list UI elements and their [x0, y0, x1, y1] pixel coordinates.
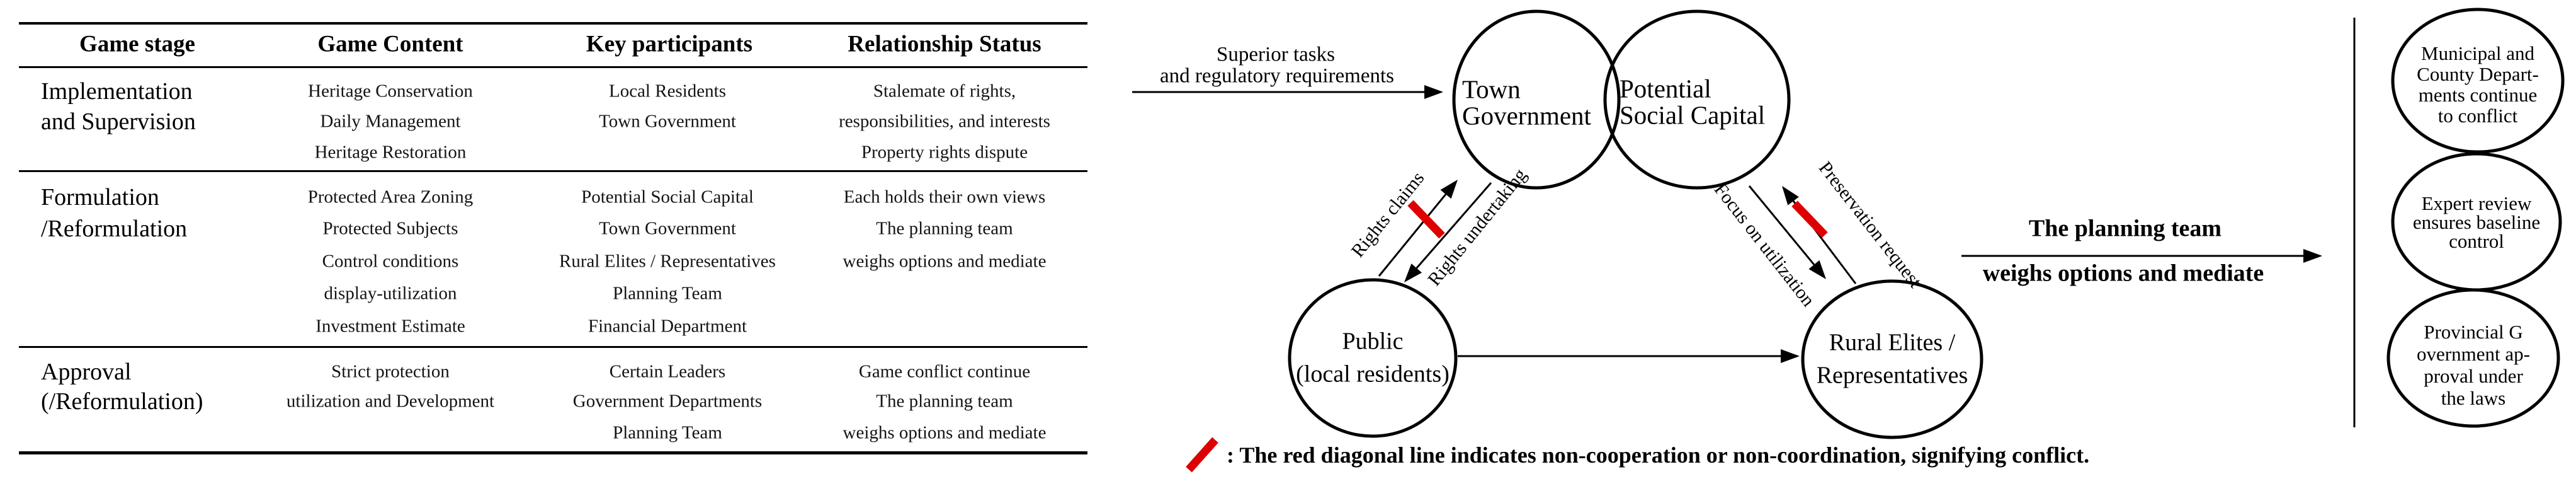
public-local-residents-circle: [1288, 278, 1458, 438]
planning-team-label-2: weighs options and mediate: [1983, 260, 2264, 287]
table-cell-line: Strict protection: [331, 361, 450, 382]
table-rule: [19, 451, 1087, 454]
table-cell-line: (/Reformulation): [41, 388, 203, 415]
provincial-government-approval-label: Provincial G: [2424, 321, 2523, 343]
table-cell-line: Investment Estimate: [315, 316, 465, 337]
expert-review-baseline-label: Expert review: [2422, 192, 2532, 214]
table-rule: [19, 66, 1087, 68]
table-cell-line: Each holds their own views: [843, 187, 1046, 207]
table-cell-line: weighs options and mediate: [843, 422, 1047, 443]
table-header-cell: Game stage: [79, 31, 195, 57]
table-cell-line: Certain Leaders: [609, 361, 726, 382]
table-cell-line: Protected Area Zoning: [307, 187, 474, 207]
municipal-county-conflict-label: to conflict: [2438, 105, 2518, 127]
table-rule: [19, 170, 1087, 172]
table-cell-line: Heritage Conservation: [308, 81, 473, 101]
planning-team-arrow-head: [2303, 249, 2322, 263]
table-cell-line: Stalemate of rights,: [873, 81, 1016, 101]
rights-undertaking-arrow-head: [1404, 263, 1422, 282]
municipal-county-conflict-circle: [2391, 8, 2565, 154]
conflict-mark-preservation: [1791, 200, 1828, 238]
provincial-government-approval-label: the laws: [2441, 387, 2505, 409]
potential-social-capital-circle: [1603, 9, 1791, 190]
table-cell-line: /Reformulation: [41, 216, 188, 242]
focus-utilization-label: Focus on utilization: [1710, 179, 1819, 310]
table-cell-line: weighs options and mediate: [843, 251, 1047, 272]
table-cell-line: The planning team: [876, 218, 1013, 239]
table-cell-line: Protected Subjects: [322, 218, 458, 239]
public-to-elites-arrow-head: [1781, 349, 1800, 363]
table-cell-line: Government Departments: [572, 391, 763, 412]
rights-claims-arrow-head: [1440, 180, 1458, 199]
table-cell-line: Planning Team: [613, 283, 722, 304]
focus-utilization-arrow: [1748, 185, 1815, 265]
provincial-government-approval-label: proval under: [2424, 365, 2523, 387]
table-header-cell: Game Content: [317, 31, 463, 57]
municipal-county-conflict-label: County Depart-: [2417, 63, 2539, 85]
town-government-label: Town: [1462, 74, 1521, 103]
rights-claims-arrow: [1378, 194, 1447, 277]
table-cell-line: The planning team: [876, 391, 1013, 412]
table-cell-line: Planning Team: [613, 422, 722, 443]
table-cell-line: Financial Department: [587, 316, 747, 337]
public-local-residents-label: (local residents): [1296, 361, 1450, 388]
table-cell-line: and Supervision: [41, 108, 196, 135]
legend-conflict-mark: [1186, 437, 1218, 473]
planning-team-label-1: The planning team: [2029, 216, 2221, 242]
table-cell-line: Rural Elites / Representatives: [559, 251, 776, 272]
table-cell-line: display-utilization: [324, 283, 457, 304]
town-government-circle: [1452, 9, 1621, 190]
table-cell-line: Potential Social Capital: [581, 187, 754, 207]
provincial-government-approval-label: overnment ap-: [2417, 343, 2530, 365]
legend-text: : The red diagonal line indicates non-co…: [1227, 442, 2090, 468]
expert-review-baseline-label: control: [2449, 230, 2504, 252]
expert-review-baseline-label: ensures baseline: [2413, 211, 2540, 233]
conflict-mark-rights: [1407, 200, 1445, 239]
superior-tasks-label-1: Superior tasks: [1217, 43, 1335, 66]
table-cell-line: Daily Management: [320, 111, 461, 132]
table-cell-line: Property rights dispute: [861, 142, 1028, 163]
public-local-residents-label: Public: [1342, 328, 1403, 355]
table-cell-line: Town Government: [599, 218, 736, 239]
table-rule: [19, 22, 1087, 25]
table-cell-line: Formulation: [41, 184, 159, 211]
preservation-request-arrow-head: [1782, 186, 1799, 205]
municipal-county-conflict-label: ments continue: [2419, 84, 2538, 106]
table-cell-line: Heritage Restoration: [314, 142, 467, 163]
table-cell-line: Control conditions: [322, 251, 459, 272]
preservation-request-label: Preservation request: [1815, 158, 1926, 292]
table-cell-line: Approval: [41, 359, 132, 385]
table-cell-line: Game conflict continue: [858, 361, 1031, 382]
rural-elites-representatives-label: Rural Elites /: [1829, 330, 1956, 356]
rights-undertaking-arrow: [1416, 182, 1492, 269]
rural-elites-representatives-circle: [1801, 279, 1983, 439]
focus-utilization-arrow-head: [1808, 260, 1826, 279]
table-cell-line: Implementation: [41, 78, 193, 105]
superior-tasks-label-2: and regulatory requirements: [1160, 65, 1394, 88]
potential-social-capital-label: Potential: [1620, 74, 1711, 103]
rights-undertaking-label: Rights undertaking: [1424, 165, 1531, 290]
table-cell-line: utilization and Development: [286, 391, 495, 412]
municipal-county-conflict-label: Municipal and: [2421, 42, 2534, 64]
table-header-cell: Relationship Status: [848, 31, 1041, 57]
potential-social-capital-label: Social Capital: [1620, 100, 1765, 129]
table-header-cell: Key participants: [586, 31, 753, 57]
superior-tasks-arrow-head: [1424, 85, 1443, 99]
town-government-label: Government: [1462, 101, 1592, 130]
table-rule: [19, 346, 1087, 348]
rural-elites-representatives-label: Representatives: [1817, 362, 1968, 389]
table-cell-line: responsibilities, and interests: [839, 111, 1050, 132]
table-cell-line: Local Residents: [608, 81, 727, 101]
table-cell-line: Town Government: [599, 111, 736, 132]
provincial-government-approval-circle: [2386, 288, 2560, 428]
